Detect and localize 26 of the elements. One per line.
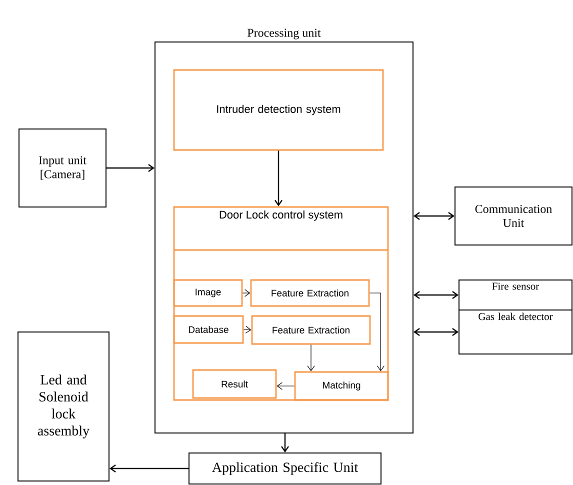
node-label: Processing unit: [248, 28, 321, 40]
arrow: [369, 292, 384, 372]
process-box: Intruder detection system: [173, 69, 384, 151]
process-box: Matching: [294, 371, 389, 401]
process-box: Result: [192, 369, 277, 399]
process-box: Database: [173, 315, 244, 344]
unit-box: Communication Unit: [454, 186, 572, 246]
arrow: [243, 326, 252, 334]
arrow: [242, 289, 250, 297]
unit-box: Led and Solenoid lock assembly: [18, 332, 110, 482]
arrow: [274, 150, 282, 206]
arrow: [414, 291, 458, 299]
arrow: [106, 164, 154, 172]
arrow: [110, 464, 188, 472]
unit-box: Application Specific Unit: [188, 452, 382, 484]
arrow: [414, 212, 454, 220]
unit-box: Input unit [Camera]: [18, 128, 106, 208]
arrow: [414, 328, 458, 336]
process-box: Image: [173, 279, 243, 307]
unit-box: Fire sensor: [458, 280, 572, 310]
unit-box: Gas leak detector: [458, 310, 572, 354]
process-box: Feature Extraction: [251, 315, 371, 345]
arrow: [276, 382, 295, 390]
process-box: Feature Extraction: [250, 279, 370, 307]
arrow: [307, 344, 315, 372]
arrow: [281, 434, 289, 452]
